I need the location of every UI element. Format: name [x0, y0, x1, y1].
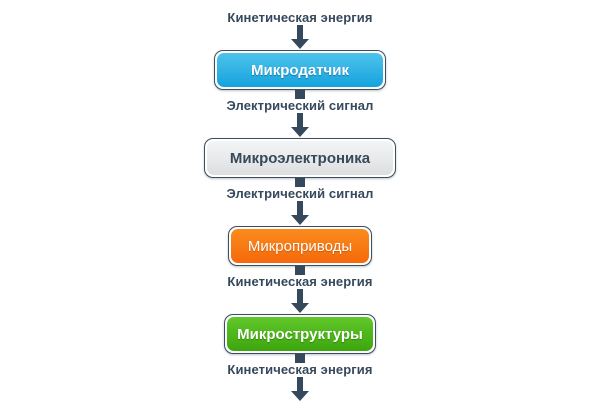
edge-label-kinetic-energy-4: Кинетическая энергия [227, 362, 373, 377]
arrow-down-icon [291, 289, 309, 313]
node-microactuators-label: Микроприводы [231, 229, 369, 263]
arrow-down-icon [291, 377, 309, 401]
edge-label-electric-signal-1: Электрический сигнал [226, 98, 374, 113]
connector-stub [295, 178, 305, 187]
node-microelectronics[interactable]: Микроэлектроника [204, 138, 396, 178]
edge-label-electric-signal-2: Электрический сигнал [226, 186, 374, 201]
arrow-down-icon [291, 25, 309, 49]
node-microelectronics-label: Микроэлектроника [207, 141, 393, 175]
edge-label-kinetic-energy-top: Кинетическая энергия [227, 10, 373, 25]
node-microsensor-label: Микродатчик [217, 53, 383, 87]
node-microsensor[interactable]: Микродатчик [214, 50, 386, 90]
arrow-down-icon [291, 201, 309, 225]
connector-stub [295, 354, 305, 363]
node-microactuators[interactable]: Микроприводы [228, 226, 372, 266]
edge-label-kinetic-energy-3: Кинетическая энергия [227, 274, 373, 289]
connector-stub [295, 266, 305, 275]
node-microstructures-label: Микроструктуры [227, 317, 373, 351]
node-microstructures[interactable]: Микроструктуры [224, 314, 376, 354]
connector-stub [295, 90, 305, 99]
arrow-down-icon [291, 113, 309, 137]
